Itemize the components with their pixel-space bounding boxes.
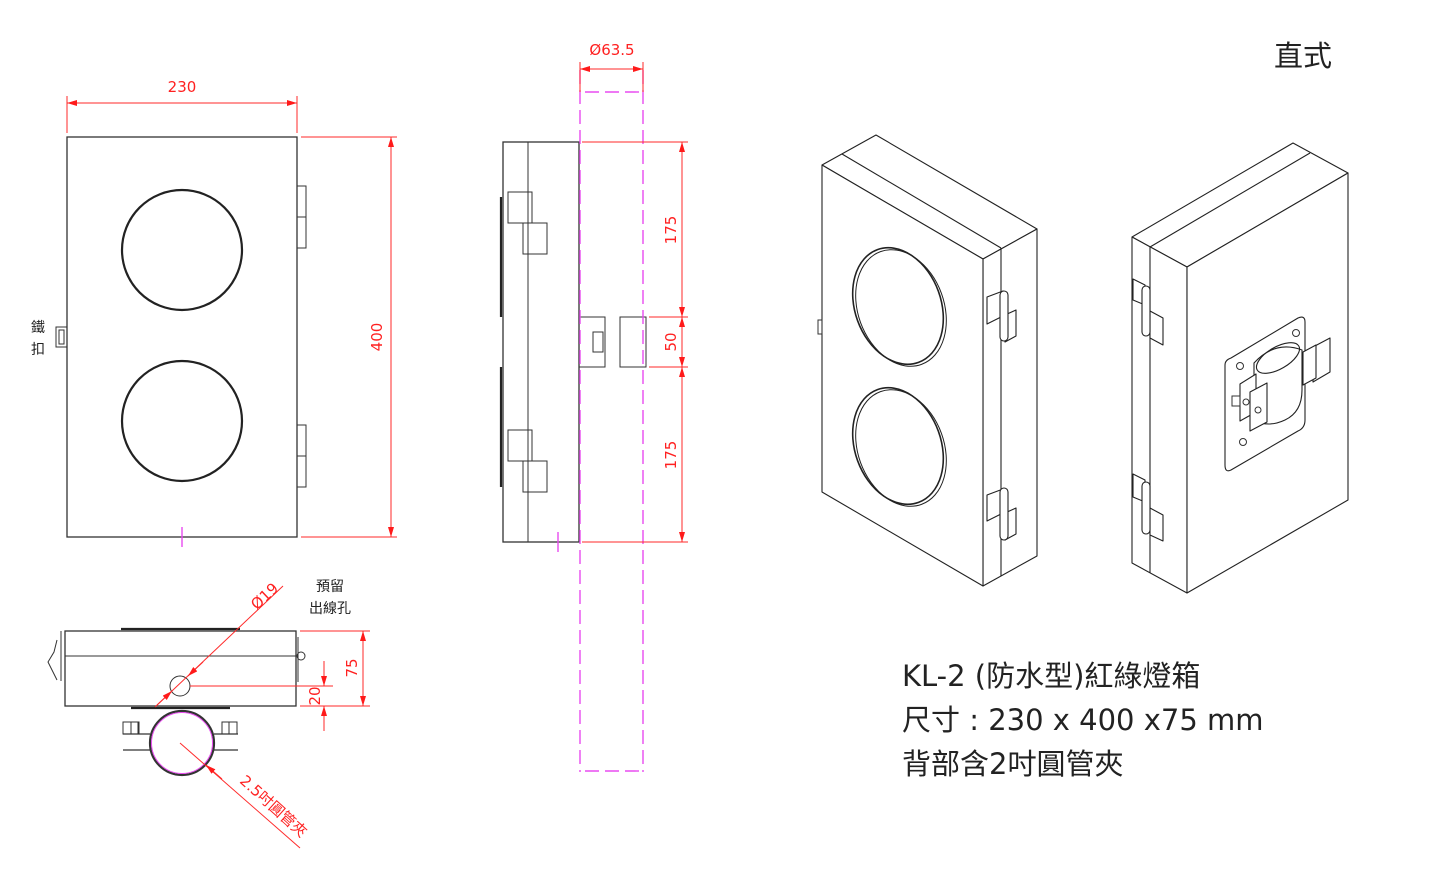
hinge-icon bbox=[1132, 473, 1164, 542]
width-label: 230 bbox=[168, 78, 197, 96]
hole-label-line2: 出線孔 bbox=[309, 601, 351, 617]
spacing-dimensions: 175 50 175 bbox=[582, 141, 688, 543]
hole-offset-label: 20 bbox=[306, 686, 324, 705]
height-label: 400 bbox=[368, 323, 386, 352]
orientation-title: 直式 bbox=[1274, 39, 1332, 73]
enclosure-side-outline bbox=[502, 141, 580, 543]
front-view: 鐵 扣 230 400 bbox=[31, 78, 397, 547]
product-dimensions: 尺寸 : 230 x 400 x75 mm bbox=[902, 703, 1264, 737]
hole-diameter-label: Ø19 bbox=[247, 579, 282, 613]
height-dimension: 400 bbox=[301, 136, 397, 538]
width-dimension: 230 bbox=[66, 78, 298, 133]
latch-label-line1: 鐵 bbox=[31, 319, 45, 336]
isometric-front-view bbox=[817, 134, 1038, 587]
signal-lens-top bbox=[120, 188, 244, 312]
hinge-side-icon bbox=[507, 429, 548, 493]
hinge-icon bbox=[1132, 278, 1164, 346]
side-view: Ø63.5 175 50 175 bbox=[499, 41, 688, 772]
hinge-icon bbox=[986, 290, 1017, 343]
signal-lens-bottom bbox=[120, 359, 244, 483]
cable-hole bbox=[169, 675, 191, 697]
pipe-clamp-icon bbox=[1224, 316, 1331, 472]
enclosure-front-outline bbox=[66, 136, 298, 538]
middle-spacing-label: 50 bbox=[662, 332, 680, 351]
hinge-side-icon bbox=[507, 191, 548, 255]
product-name: KL-2 (防水型)紅綠燈箱 bbox=[902, 659, 1200, 693]
latch-label-line2: 扣 bbox=[31, 342, 45, 358]
top-view: Ø19 預留 出線孔 75 20 2.5吋圓管夾 bbox=[47, 579, 370, 849]
depth-label: 75 bbox=[343, 658, 361, 677]
product-accessory: 背部含2吋圓管夾 bbox=[902, 747, 1123, 781]
bottom-spacing-label: 175 bbox=[662, 441, 680, 470]
pipe-diameter-label: Ø63.5 bbox=[589, 41, 634, 59]
hinge-icon bbox=[986, 487, 1017, 541]
clamp-label: 2.5吋圓管夾 bbox=[236, 772, 310, 841]
hinge-icon bbox=[296, 185, 307, 249]
enclosure-top-outline bbox=[64, 630, 297, 707]
hinge-icon bbox=[296, 424, 307, 488]
isometric-back-view bbox=[1131, 142, 1349, 594]
hole-label-line1: 預留 bbox=[316, 579, 344, 595]
pipe-clamp-side bbox=[578, 316, 647, 368]
top-spacing-label: 175 bbox=[662, 216, 680, 245]
latch-icon bbox=[55, 326, 68, 348]
pipe-diameter-dimension: Ø63.5 bbox=[579, 41, 644, 92]
pipe-clamp-icon bbox=[122, 709, 238, 777]
